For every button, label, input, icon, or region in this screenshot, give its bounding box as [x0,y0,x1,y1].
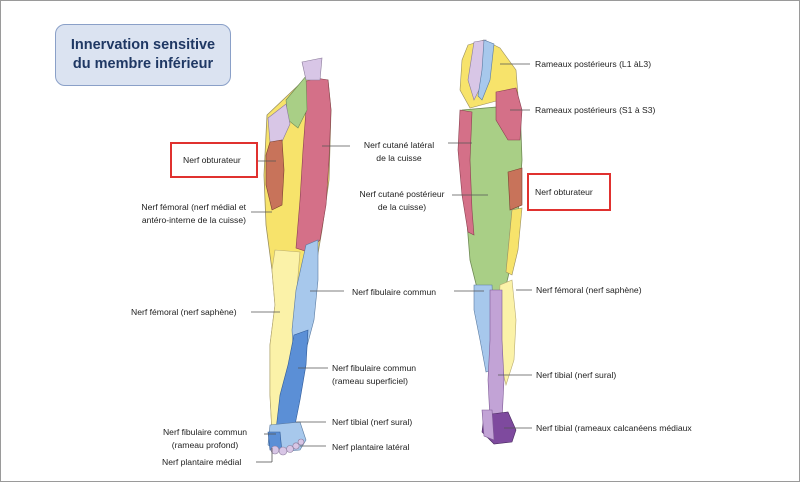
label-rameaux-l1l3: Rameaux postérieurs (L1 àL3) [535,59,652,69]
label-obturateur-left: Nerf obturateur [183,155,241,165]
label-plantaire-lateral: Nerf plantaire latéral [332,442,410,452]
label-fibulaire-superficiel-line2: (rameau superficiel) [332,375,408,386]
label-femoral-medial-line1: Nerf fémoral (nerf médial et [141,202,246,212]
region-rameaux-s1s3 [495,87,523,141]
toe-4 [292,442,300,450]
region-blue-posterior-top [477,39,495,101]
label-cutane-posterieur: Nerf cutané postérieur de la cuisse) [350,188,454,213]
label-femoral-saphene-right: Nerf fémoral (nerf saphène) [536,285,642,295]
label-fibulaire-superficiel-line1: Nerf fibulaire commun [332,363,417,373]
region-lavender-anterior [301,57,323,81]
label-fibulaire-profond-line1: Nerf fibulaire commun [162,427,248,437]
region-obturateur-anterior [265,139,285,211]
region-cutane-lateral [295,77,332,253]
region-lavender-medial [267,103,291,147]
label-obturateur-right: Nerf obturateur [535,187,593,197]
label-cutane-lateral-line1: Nerf cutané latéral [363,140,435,150]
title-box: Innervation sensitive du membre inférieu… [55,24,231,86]
label-femoral-saphene-left: Nerf fémoral (nerf saphène) [131,307,237,317]
highlight-obturateur-right [527,173,611,211]
label-cutane-posterieur-line2: de la cuisse) [377,201,427,212]
label-cutane-lateral-line2: de la cuisse [376,152,422,163]
label-fibulaire-profond-line2: (rameau profond) [171,439,239,450]
toe-2 [278,446,288,456]
label-femoral-medial: Nerf fémoral (nerf médial et antéro-inte… [120,201,246,226]
label-femoral-medial-line2: antéro-interne de la cuisse) [141,214,246,225]
region-obturateur-posterior [507,167,523,211]
region-sural [487,289,505,421]
toe-3 [286,445,294,453]
highlight-obturateur-left [170,142,258,178]
label-plantaire-medial: Nerf plantaire médial [162,457,242,467]
anterior-leg [263,57,332,456]
region-lateral-posterior-pink [457,109,475,236]
toe-5 [297,438,305,446]
label-rameaux-s1s3: Rameaux postérieurs (S1 à S3) [535,105,656,115]
label-tibial-calcaneens: Nerf tibial (rameaux calcanéens médiaux [536,423,692,433]
label-tibial-sural-right: Nerf tibial (nerf sural) [536,370,617,380]
title-line-1: Innervation sensitive [70,37,216,53]
label-fibulaire-commun: Nerf fibulaire commun [352,287,437,297]
label-cutane-lateral: Nerf cutané latéral de la cuisse [348,139,450,164]
label-fibulaire-profond: Nerf fibulaire commun (rameau profond) [150,426,260,451]
title-line-2: du membre inférieur [72,56,214,72]
region-femoral-posterior [505,207,523,276]
posterior-leg [457,39,523,445]
region-heel-mauve [481,409,495,441]
leader-lines [251,63,532,463]
label-cutane-posterieur-line1: Nerf cutané postérieur [359,189,445,199]
label-tibial-sural-left: Nerf tibial (nerf sural) [332,417,413,427]
label-fibulaire-superficiel: Nerf fibulaire commun (rameau superficie… [332,362,416,387]
